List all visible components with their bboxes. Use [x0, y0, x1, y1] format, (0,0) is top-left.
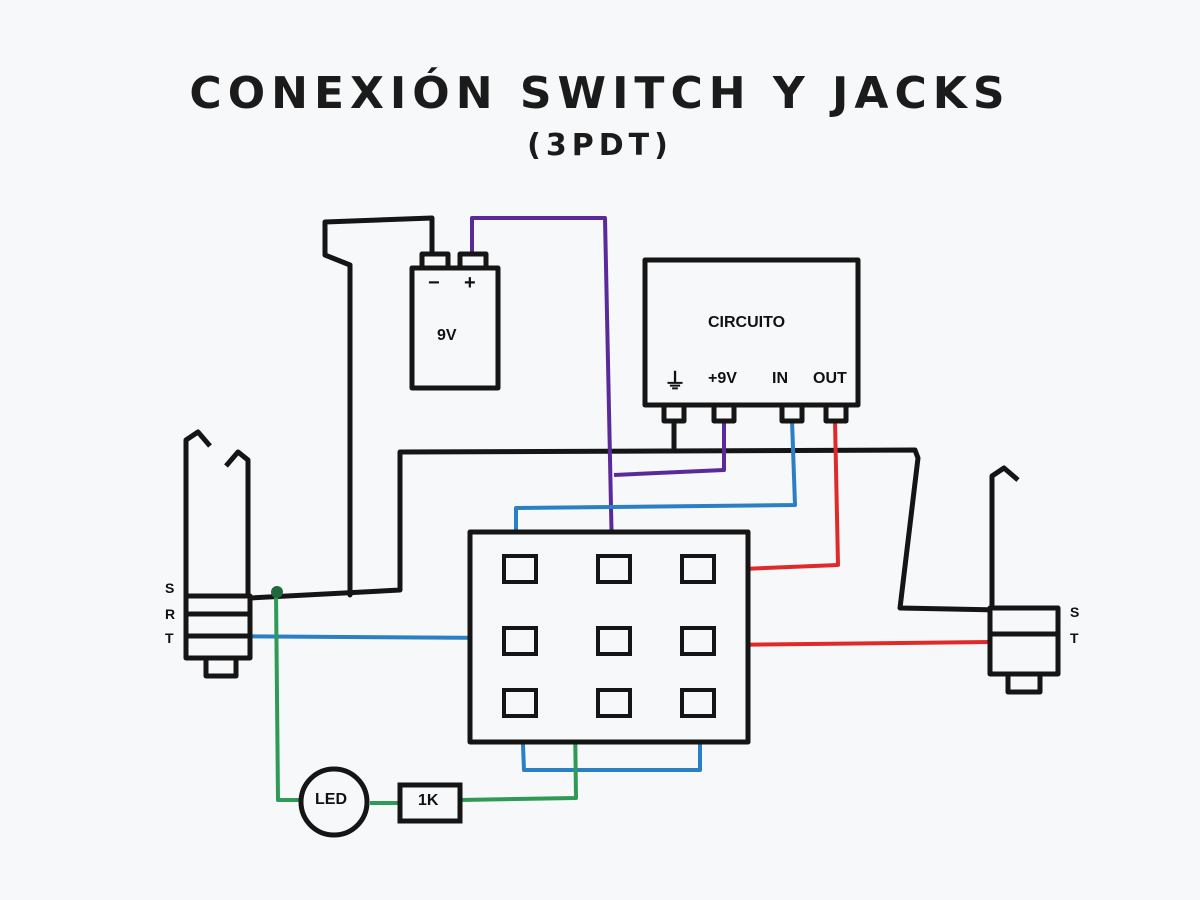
wire-switch-to-output: [717, 640, 991, 647]
resistor-label: 1K: [418, 792, 439, 809]
wire-battery-negative: [322, 215, 435, 598]
battery-label: 9V: [437, 327, 457, 344]
pin-label-9v: +9V: [708, 370, 737, 387]
pin-label-in: IN: [772, 370, 788, 387]
left-jack-t-label: T: [165, 630, 174, 646]
diagram-subtitle: (3PDT): [527, 128, 673, 163]
junction-dot: [271, 586, 283, 598]
battery-plus-sign: +: [464, 272, 476, 294]
right-jack: [987, 465, 1061, 695]
right-jack-t-label: T: [1070, 630, 1079, 646]
switch-lugs: [502, 554, 716, 718]
left-jack-r-label: R: [165, 606, 176, 622]
battery-minus-sign: −: [428, 272, 440, 294]
circuit-label: CIRCUITO: [708, 314, 786, 331]
led-label: LED: [315, 791, 347, 808]
right-jack-s-label: S: [1070, 604, 1080, 620]
purple-wires: [470, 216, 726, 556]
battery: [409, 251, 501, 391]
black-wires: [247, 215, 1003, 613]
pin-label-out: OUT: [813, 370, 847, 387]
wire-circuit-out: [717, 419, 840, 572]
led-body: [298, 766, 370, 838]
wire-led-anode: [274, 591, 300, 802]
resistor-body: [397, 782, 463, 824]
left-jack-s-label: S: [165, 580, 175, 596]
diagram-title: CONEXIÓN SWITCH Y JACKS: [189, 68, 1011, 119]
red-wires: [717, 419, 991, 647]
wire-ground-bus: [247, 447, 1003, 613]
wire-battery-positive: [470, 216, 614, 556]
left-jack: [183, 429, 253, 679]
ground-symbol-icon: ⏚: [664, 369, 687, 394]
wire-switch-bottom-loop: [520, 719, 702, 772]
circuit-box: [642, 257, 861, 424]
wire-circuit-9v: [613, 420, 726, 477]
